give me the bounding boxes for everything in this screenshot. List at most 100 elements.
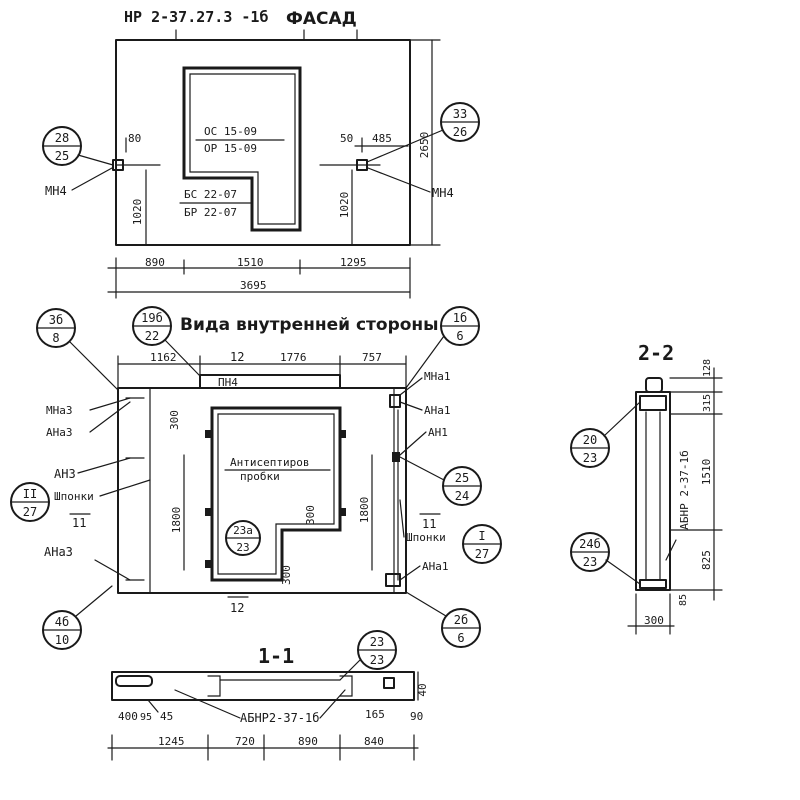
inner-ana3-top: АНа3 xyxy=(46,426,73,439)
callout-20-23: 20 23 xyxy=(570,401,641,468)
s11-dim-90: 90 xyxy=(410,710,423,723)
callout-1b-6: 1б 6 xyxy=(405,306,480,389)
facade-panel-outline xyxy=(115,39,411,246)
callout-3b-8: 3б 8 xyxy=(36,308,119,391)
inner-dim-1776: 1776 xyxy=(280,351,307,364)
door-label-1: БС 22-07 xyxy=(184,188,237,201)
svg-text:I: I xyxy=(478,529,485,543)
door-label-2: БР 22-07 xyxy=(184,206,237,219)
facade-dim-1295: 1295 xyxy=(340,256,367,269)
inner-mna1: МНа1 xyxy=(424,370,451,383)
facade-callout-left xyxy=(42,126,82,166)
facade-dim-1020-left: 1020 xyxy=(131,199,144,226)
svg-text:23: 23 xyxy=(370,635,384,649)
s22-dim-128: 128 xyxy=(702,359,713,377)
s22-dim-300: 300 xyxy=(644,614,664,627)
inner-ana1-top: АНа1 xyxy=(424,404,451,417)
inner-title: Вида внутренней стороны xyxy=(180,315,439,335)
inner-an1: АН1 xyxy=(428,426,448,439)
s11-dim-95: 95 xyxy=(140,712,152,723)
svg-text:23а: 23а xyxy=(233,524,253,537)
section-11-label: АБНР2-37-1б xyxy=(240,711,319,725)
facade-mn4-left: МН4 xyxy=(45,184,67,198)
svg-text:6: 6 xyxy=(456,329,463,343)
window-label-1: ОС 15-09 xyxy=(204,125,257,138)
svg-text:19б: 19б xyxy=(141,311,163,325)
s11-dim-45: 45 xyxy=(160,710,173,723)
section-2-2: 2-2 128 315 1510 825 85 АБНР 2-37-1б 300… xyxy=(570,341,723,635)
facade-view: НР 2-37.27.3 -1б ФАСАД ОС 15-09 ОР 15-09… xyxy=(42,8,480,299)
svg-text:3б: 3б xyxy=(49,313,63,327)
inner-shponki-left: Шпонки xyxy=(54,490,94,503)
svg-text:24б: 24б xyxy=(579,537,601,551)
svg-text:24: 24 xyxy=(455,489,469,503)
facade-callout-right xyxy=(440,102,480,142)
s11-dim-890: 890 xyxy=(298,735,318,748)
s11-dim-40: 40 xyxy=(416,683,429,696)
inner-pn4: ПН4 xyxy=(218,376,238,389)
svg-text:22: 22 xyxy=(145,329,159,343)
callout-left-bottom: 25 xyxy=(55,149,69,163)
s22-dim-1510: 1510 xyxy=(700,459,713,486)
window-door-opening xyxy=(182,66,302,232)
svg-text:20: 20 xyxy=(583,433,597,447)
s22-dim-825: 825 xyxy=(700,550,713,570)
facade-mn4-right: МН4 xyxy=(432,186,454,200)
callout-23-23: 23 23 xyxy=(339,630,397,681)
s11-dim-840: 840 xyxy=(364,735,384,748)
inner-opening xyxy=(210,406,342,582)
mark-12-top: 12 xyxy=(230,350,244,364)
s11-dim-165: 165 xyxy=(365,708,385,721)
inner-an3: АН3 xyxy=(54,467,76,481)
facade-dim-50: 50 xyxy=(340,132,353,145)
inner-panel-outline xyxy=(117,387,407,594)
facade-dim-2650: 2650 xyxy=(418,132,431,159)
callout-19b-22: 19б 22 xyxy=(132,306,201,377)
section-22-slab xyxy=(635,391,671,591)
svg-text:1б: 1б xyxy=(453,311,467,325)
callout-right-top: 33 xyxy=(453,107,467,121)
callout-4b-10: 4б 10 xyxy=(42,585,113,650)
callout-2b-6: 2б 6 xyxy=(405,591,481,648)
inner-dim-1162: 1162 xyxy=(150,351,177,364)
s11-dim-1245: 1245 xyxy=(158,735,185,748)
inner-mna3: МНа3 xyxy=(46,404,73,417)
s22-dim-315: 315 xyxy=(702,394,713,412)
svg-text:23: 23 xyxy=(236,541,249,554)
svg-text:23: 23 xyxy=(370,653,384,667)
s11-dim-400: 400 xyxy=(118,710,138,723)
facade-title: ФАСАД xyxy=(286,9,357,29)
svg-text:4б: 4б xyxy=(55,615,69,629)
s22-dim-85: 85 xyxy=(678,594,689,606)
inner-dim-300-c: 300 xyxy=(280,565,293,585)
svg-text:8: 8 xyxy=(52,331,59,345)
facade-dim-80: 80 xyxy=(128,132,141,145)
callout-II-27: II 27 xyxy=(10,482,50,522)
svg-text:2б: 2б xyxy=(454,613,468,627)
callout-left-top: 28 xyxy=(55,131,69,145)
inner-dim-300-b: 300 xyxy=(304,505,317,525)
inner-shponki-right: Шпонки xyxy=(406,531,446,544)
svg-text:6: 6 xyxy=(457,631,464,645)
pn4-element xyxy=(199,374,341,389)
mark-12-bottom: 12 xyxy=(230,601,244,615)
inner-dim-1800-right: 1800 xyxy=(358,497,371,524)
section-1-1: 1-1 23 23 АБНР2-37-1б 400 95 45 165 90 4… xyxy=(107,630,429,761)
facade-dim-1020-right: 1020 xyxy=(338,192,351,219)
inner-dim-757: 757 xyxy=(362,351,382,364)
inner-ana1-bottom: АНа1 xyxy=(422,560,449,573)
inner-dim-300-a: 300 xyxy=(168,410,181,430)
facade-dim-485: 485 xyxy=(372,132,392,145)
antiseptic-line-1: Антисептиров xyxy=(230,456,309,469)
mark-11-left: 11 xyxy=(72,516,86,530)
callout-23a-23: 23а 23 xyxy=(225,520,261,556)
inner-dim-1800-left: 1800 xyxy=(170,507,183,534)
svg-text:27: 27 xyxy=(23,505,37,519)
svg-text:II: II xyxy=(23,487,37,501)
callout-24b-23: 24б 23 xyxy=(570,532,641,585)
facade-code: НР 2-37.27.3 -1б xyxy=(124,8,269,26)
section-11-title: 1-1 xyxy=(258,644,294,668)
window-label-2: ОР 15-09 xyxy=(204,142,257,155)
svg-text:23: 23 xyxy=(583,451,597,465)
